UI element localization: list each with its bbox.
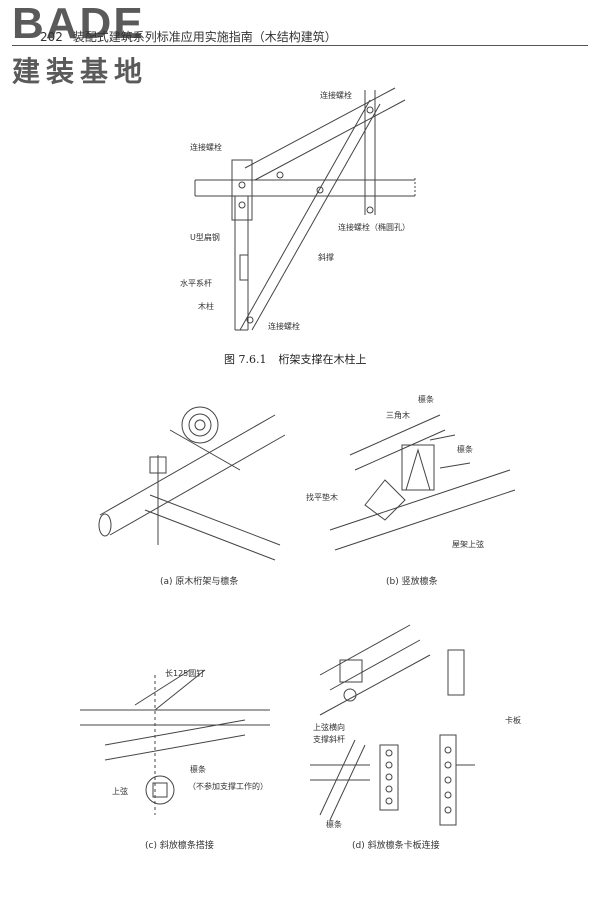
figure-761-text: 桁架支撑在木柱上 — [278, 353, 367, 366]
label-bolt-oval: 连接螺栓（椭圆孔） — [338, 223, 410, 232]
logo-subtitle: 建装基地 — [12, 55, 149, 88]
running-title: 装配式建筑系列标准应用实施指南（木结构建筑） — [72, 30, 337, 44]
label-c-nail: 长125圆钉 — [165, 669, 205, 678]
vertical-purlin-drawing — [329, 414, 516, 551]
label-b-chord: 屋架上弦 — [452, 540, 484, 549]
label-b-triangle: 三角木 — [386, 411, 410, 420]
label-bolt-left: 连接螺栓 — [190, 143, 222, 152]
caption-a: (a) 原木桁架与檩条 — [160, 577, 239, 587]
label-tie: 水平系杆 — [180, 279, 212, 288]
label-c-purlin: 檩条 — [190, 765, 206, 774]
logo-mark: BADE — [12, 0, 145, 48]
label-bolt-top: 连接螺栓 — [320, 91, 352, 100]
label-b-shim: 找平垫木 — [306, 493, 338, 502]
label-c-note: （不参加支撑工作的） — [188, 782, 268, 791]
truss-on-post-drawing — [194, 87, 416, 331]
lapped-purlin-drawing — [80, 669, 270, 815]
caption-b: (b) 竖放檩条 — [386, 577, 438, 587]
figure-761-title: 图 7.6.1 桁架支撑在木柱上 — [224, 351, 367, 367]
log-truss-drawing — [98, 406, 286, 561]
bade-logo: BADE 建装基地 — [12, 2, 177, 92]
figure-761-number: 图 7.6.1 — [224, 353, 267, 366]
label-post: 木柱 — [198, 302, 214, 311]
label-b-purlin-top: 檩条 — [418, 395, 434, 404]
label-d-bracing: 上弦横向 — [313, 723, 345, 732]
caption-d: (d) 斜放檩条卡板连接 — [352, 841, 440, 851]
header-rule — [12, 45, 588, 46]
label-u-steel: U型扁钢 — [190, 233, 220, 242]
label-brace: 斜撑 — [318, 253, 334, 262]
label-b-purlin: 檩条 — [457, 445, 473, 454]
label-d-bracing2: 支撑斜杆 — [313, 735, 345, 744]
page-number: 202 — [40, 30, 63, 44]
clamp-purlin-drawing — [310, 624, 475, 826]
caption-c: (c) 斜放檩条搭接 — [145, 841, 214, 851]
label-d-purlin: 檩条 — [326, 820, 342, 829]
label-d-clamp: 卡板 — [505, 716, 521, 725]
label-bolt-bottom: 连接螺栓 — [268, 322, 300, 331]
label-c-chord: 上弦 — [112, 787, 128, 796]
running-head: 202 装配式建筑系列标准应用实施指南（木结构建筑） — [40, 28, 337, 45]
